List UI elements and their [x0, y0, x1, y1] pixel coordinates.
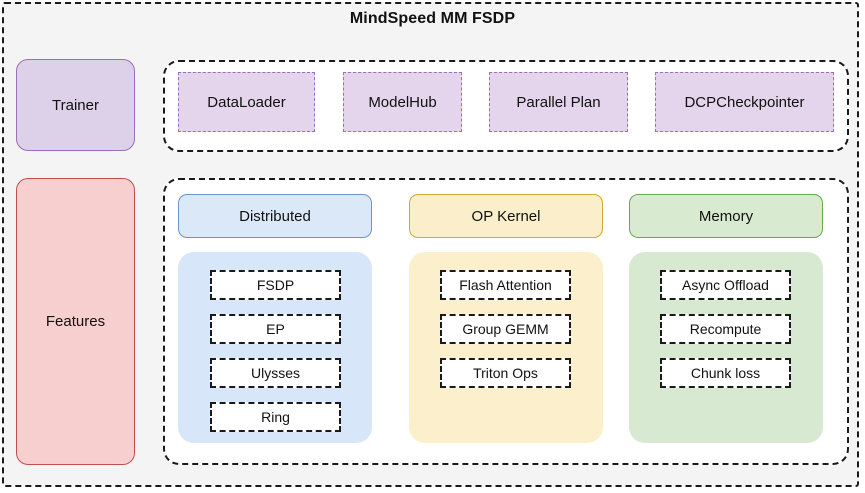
feature-chip: FSDP — [210, 270, 341, 300]
component-label: ModelHub — [368, 93, 437, 111]
column-header-label: Distributed — [239, 207, 311, 225]
page-title: MindSpeed MM FSDP — [349, 10, 516, 27]
component-label: DataLoader — [207, 93, 286, 111]
column-header-label: OP Kernel — [471, 207, 541, 225]
feature-chip: Triton Ops — [440, 358, 571, 388]
trainer-label: Trainer — [52, 96, 99, 114]
column-header-op-kernel: OP Kernel — [409, 194, 603, 238]
feature-chip-label: Ulysses — [250, 365, 300, 381]
component-dcpcheckpointer: DCPCheckpointer — [655, 72, 834, 132]
component-dataloader: DataLoader — [178, 72, 315, 132]
column-header-memory: Memory — [629, 194, 823, 238]
feature-chip: Group GEMM — [440, 314, 571, 344]
feature-chip: Chunk loss — [660, 358, 791, 388]
feature-chip-label: Chunk loss — [690, 365, 761, 381]
features-box: Features — [16, 178, 135, 465]
feature-chip: Ulysses — [210, 358, 341, 388]
feature-chip: Flash Attention — [440, 270, 571, 300]
feature-chip-label: Recompute — [689, 321, 762, 337]
feature-chip-label: Triton Ops — [473, 365, 538, 381]
feature-chip-label: Ring — [261, 409, 290, 425]
component-parallel-plan: Parallel Plan — [489, 72, 628, 132]
feature-chip-label: Group GEMM — [462, 321, 549, 337]
feature-chip: Ring — [210, 402, 341, 432]
component-modelhub: ModelHub — [343, 72, 462, 132]
features-label: Features — [45, 313, 106, 330]
trainer-box: Trainer — [16, 59, 135, 151]
feature-chip-label: Async Offload — [682, 277, 769, 293]
feature-chip-label: Flash Attention — [459, 277, 552, 293]
component-label: Parallel Plan — [516, 93, 601, 111]
feature-chip: Recompute — [660, 314, 791, 344]
component-label: DCPCheckpointer — [684, 93, 805, 111]
column-header-distributed: Distributed — [178, 194, 372, 238]
column-header-label: Memory — [698, 207, 754, 225]
feature-chip-label: EP — [266, 321, 285, 337]
feature-chip-label: FSDP — [256, 277, 295, 293]
feature-chip: EP — [210, 314, 341, 344]
feature-chip: Async Offload — [660, 270, 791, 300]
